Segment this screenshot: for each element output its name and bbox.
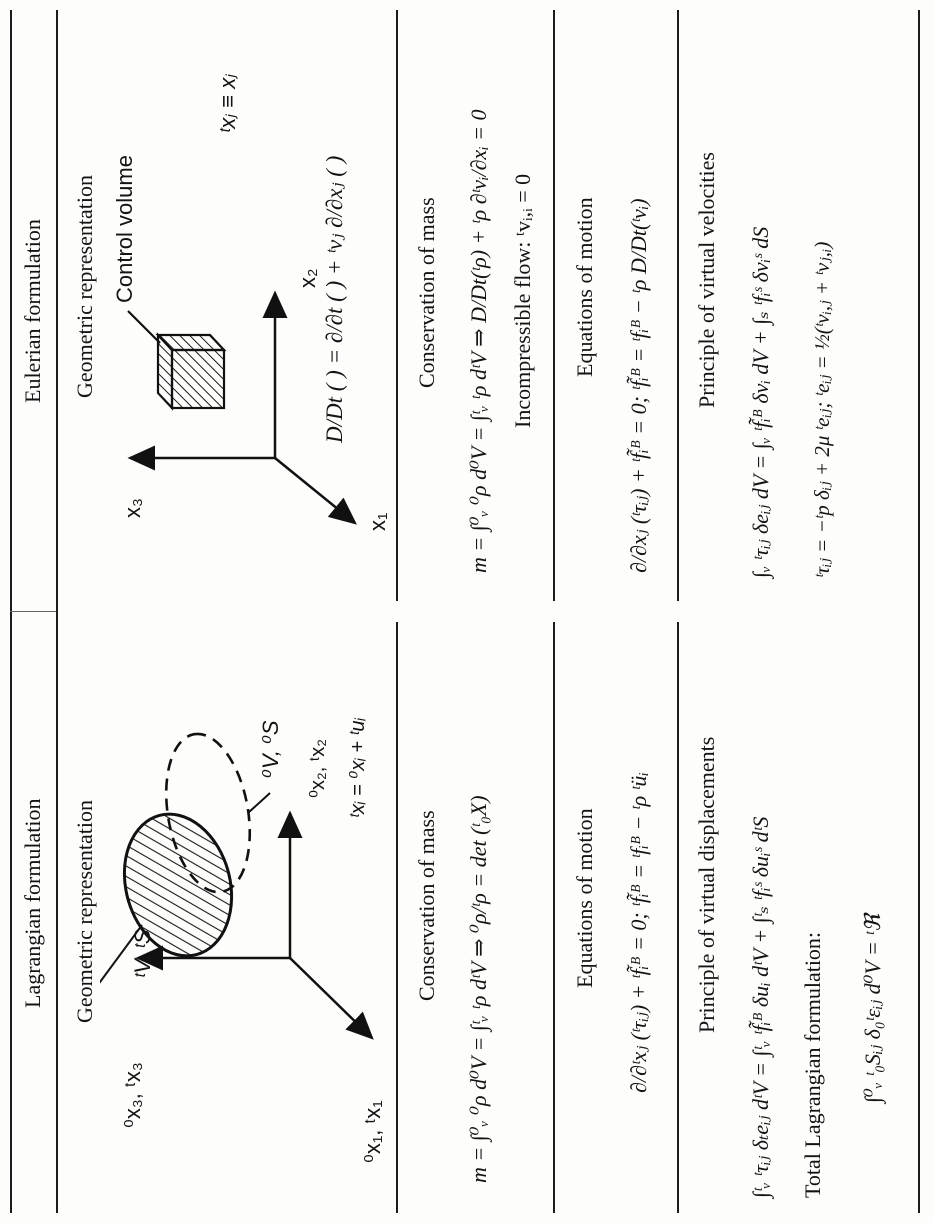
initial-body-leader (247, 792, 271, 814)
initial-body-label: ⁰V, ⁰S (258, 720, 283, 778)
right-axis1-label: x₁ (365, 512, 390, 531)
total-lagrangian-label: Total Lagrangian formulation: (800, 931, 825, 1198)
motion-title-left: Equations of motion (572, 808, 597, 988)
virtual-displacements-equation: ∫ᵗᵥ ᵗτᵢⱼ δₜeᵢⱼ dᵗV = ∫ᵗᵥ ᵗf̃ᵢᴮ δuᵢ dᵗV +… (748, 816, 773, 1198)
row-rule-1-right (396, 10, 398, 601)
geometric-title-left: Geometric representation (72, 800, 97, 1023)
control-volume-cube (155, 332, 227, 411)
initial-configuration-shape (164, 732, 252, 894)
right-axis3-label: x₃ (120, 498, 145, 518)
row-rule-2-left (553, 622, 555, 1213)
current-body-label: ᵗV, ᵗS (130, 929, 155, 978)
motion-equation-right: ∂/∂xⱼ (ᵗτᵢⱼ) + ᵗf̃ᵢᴮ = 0; ᵗf̃ᵢᴮ = ᵗfᵢᴮ −… (626, 198, 651, 573)
lagrangian-diagram (100, 732, 374, 1040)
axis-1-line (289, 957, 374, 1040)
left-axis2-label: ⁰x₂, ᵗx₂ (307, 738, 329, 798)
current-body-leader (100, 924, 143, 994)
current-configuration-shape (122, 812, 234, 958)
geometric-title-right: Geometric representation (72, 175, 97, 398)
mass-equation-right: m = ∫⁰ᵥ ⁰ρ d⁰V = ∫ᵗᵥ ᵗρ dᵗV ⇒ D/Dt(ᵗρ) +… (466, 109, 491, 573)
axis-x1-line (274, 457, 357, 525)
mapping-label: ᵗxᵢ = ⁰xᵢ + ᵗuᵢ (347, 717, 369, 818)
virtual-title-right: Principle of virtual velocities (694, 152, 719, 408)
incompressible-flow: Incompressible flow: ᵗvᵢ,ᵢ = 0 (510, 173, 535, 428)
motion-title-right: Equations of motion (572, 197, 597, 377)
material-derivative: D/Dt ( ) = ∂/∂t ( ) + ᵗvⱼ ∂/∂xⱼ ( ) (322, 155, 347, 443)
eulerian-header: Eulerian formulation (20, 219, 45, 403)
control-volume-label: Control volume (112, 155, 137, 303)
mass-equation-left: m = ∫⁰ᵥ ⁰ρ d⁰V = ∫ᵗᵥ ᵗρ dᵗV ⇒ ⁰ρ/ᵗρ = de… (466, 795, 491, 1183)
header-rule (56, 10, 58, 1213)
left-axis1-label: ⁰x₁, ᵗx₁ (360, 1100, 385, 1163)
virtual-title-left: Principle of virtual displacements (694, 736, 719, 1033)
control-volume-leader (127, 310, 161, 344)
bottom-rule (918, 10, 920, 1213)
row-rule-1-left (396, 622, 398, 1213)
constitutive-relation: ᵗτᵢⱼ = −ᵗp δᵢⱼ + 2μ ᵗeᵢⱼ; ᵗeᵢⱼ = ½(ᵗvᵢ,ⱼ… (810, 241, 834, 578)
right-axis2-label: x₂ (295, 268, 320, 288)
mass-title-left: Conservation of mass (414, 810, 439, 1001)
left-axis3-label: ⁰x₃, ᵗx₃ (120, 1062, 145, 1128)
total-lagrangian-equation: ∫⁰ᵥ ᵗ₀Sᵢⱼ δ₀ᵗεᵢⱼ d⁰V = ᵗℜ (860, 914, 885, 1103)
eulerian-diagram (127, 290, 357, 525)
identity-label: ᵗxⱼ ≡ xⱼ (215, 73, 240, 133)
column-divider (10, 611, 56, 612)
row-rule-2-right (553, 10, 555, 601)
motion-equation-left: ∂/∂ᵗxⱼ (ᵗτᵢⱼ) + ᵗf̃ᵢᴮ = 0; ᵗf̃ᵢᴮ = ᵗfᵢᴮ … (626, 772, 651, 1093)
lagrangian-header: Lagrangian formulation (20, 798, 45, 1008)
row-rule-3-right (677, 10, 679, 601)
row-rule-3-left (677, 622, 679, 1213)
mass-title-right: Conservation of mass (414, 197, 439, 388)
virtual-velocities-equation: ∫ᵥ ᵗτᵢⱼ δeᵢⱼ dV = ∫ᵥ ᵗf̃ᵢᴮ δvᵢ dV + ∫ₛ ᵗ… (748, 226, 773, 578)
